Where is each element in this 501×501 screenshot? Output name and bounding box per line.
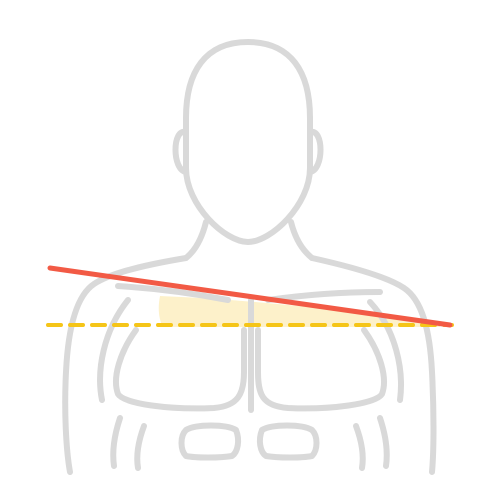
- shoulder-gap-highlight: [158, 296, 440, 327]
- right-upper-ab: [256, 422, 320, 461]
- right-deltoid-line: [367, 299, 404, 403]
- right-pectoral-outline: [255, 327, 387, 412]
- head-outline: [183, 39, 313, 245]
- neck-left-outline: [183, 219, 209, 261]
- right-clavicle-outline: [265, 289, 383, 303]
- left-ear-outline: [172, 128, 189, 175]
- left-rib-line-1: [110, 415, 123, 469]
- left-shoulder-outline: [62, 255, 189, 475]
- right-rib-line-2: [353, 423, 366, 471]
- figure-outline: [62, 39, 437, 475]
- left-deltoid-line: [97, 297, 131, 403]
- left-upper-ab: [178, 422, 242, 461]
- left-pectoral-outline: [113, 327, 247, 412]
- right-rib-line-1: [377, 415, 390, 469]
- tilted-shoulder-line: [47, 265, 453, 328]
- left-clavicle-outline: [115, 283, 231, 303]
- left-rib-line-2: [134, 423, 147, 471]
- right-ear-outline: [307, 128, 324, 175]
- neck-right-outline: [288, 219, 315, 261]
